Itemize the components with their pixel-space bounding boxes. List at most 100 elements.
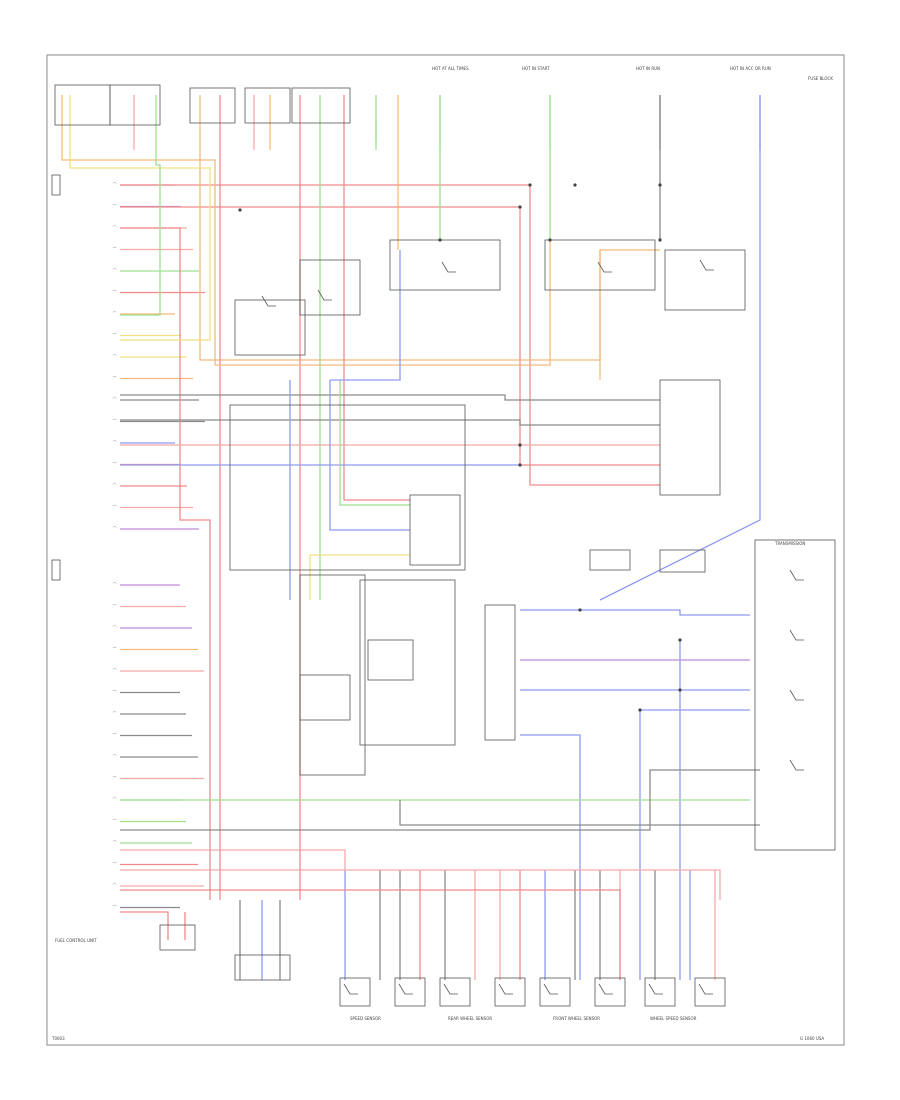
fuse-block-label: FUSE BLOCK xyxy=(808,76,833,81)
fuel-control-label: FUEL CONTROL UNIT xyxy=(55,938,97,943)
bottom-connector xyxy=(234,954,291,981)
left-connector-mid xyxy=(51,559,61,581)
switch-symbol xyxy=(597,261,612,273)
switch-symbol xyxy=(543,983,558,995)
shift-solenoid xyxy=(659,379,721,496)
signal-wire xyxy=(330,250,401,381)
signal-wire xyxy=(520,609,750,616)
pin-marker: ⁀ xyxy=(112,819,117,824)
splice-dot xyxy=(678,688,682,692)
splice-dot xyxy=(548,238,552,242)
signal-wire xyxy=(215,240,551,366)
diagram-frame xyxy=(46,54,845,1046)
pin-marker: ⁀ xyxy=(112,484,117,489)
switch-symbol xyxy=(698,983,713,995)
component-layer xyxy=(51,84,836,1007)
solenoid-relay xyxy=(664,249,746,311)
pin-marker: ⁀ xyxy=(112,462,117,467)
pressure-switch xyxy=(589,549,631,571)
pin-marker: ⁀ xyxy=(112,527,117,532)
splice-dot xyxy=(578,608,582,612)
fuse-label-1: HOT AT ALL TIMES xyxy=(432,66,469,71)
switch-symbol xyxy=(789,759,804,771)
pin-marker: ⁀ xyxy=(112,647,117,652)
pin-marker: ⁀ xyxy=(112,841,117,846)
signal-wire xyxy=(199,150,660,361)
signal-wire xyxy=(120,419,660,426)
switch-symbol xyxy=(443,983,458,995)
signal-wire xyxy=(120,849,346,870)
switch-symbol xyxy=(789,569,804,581)
sensor-label-2: REAR WHEEL SENSOR xyxy=(448,1016,492,1021)
splice-dot xyxy=(528,183,532,187)
signal-wire xyxy=(120,394,660,401)
pin-marker: ⁀ xyxy=(112,884,117,889)
switch-symbol xyxy=(789,629,804,641)
pin-marker: ⁀ xyxy=(112,290,117,295)
signal-wire xyxy=(120,889,621,980)
pin-marker: ⁀ xyxy=(112,247,117,252)
splice-dot xyxy=(238,208,242,212)
pin-marker: ⁀ xyxy=(112,505,117,510)
diagram-ref-label: T0003 xyxy=(51,1036,65,1041)
speed-sensor-block xyxy=(484,604,516,741)
splice-dot xyxy=(658,183,662,187)
splice-dot xyxy=(638,708,642,712)
left-connector-top xyxy=(51,174,61,196)
pin-marker: ⁀ xyxy=(112,690,117,695)
signal-wire xyxy=(120,150,161,316)
sensor-box xyxy=(644,977,676,1007)
splice-dot xyxy=(438,238,442,242)
sensor-box xyxy=(394,977,426,1007)
switch-symbol xyxy=(648,983,663,995)
splice-dot xyxy=(518,205,522,209)
throttle-module xyxy=(359,579,456,746)
signal-wire xyxy=(599,165,761,601)
switch-symbol xyxy=(598,983,613,995)
connector-c xyxy=(189,87,236,124)
pin-marker: ⁀ xyxy=(112,355,117,360)
pin-marker: ⁀ xyxy=(112,626,117,631)
splice-dot xyxy=(678,638,682,642)
signal-wire xyxy=(309,554,410,600)
gear-switch xyxy=(299,674,351,721)
pin-marker: ⁀ xyxy=(112,183,117,188)
pin-marker: ⁀ xyxy=(112,755,117,760)
ground-connector xyxy=(159,924,196,951)
fuel-relay xyxy=(389,239,501,291)
pressure-sensor xyxy=(659,549,706,573)
connector-b xyxy=(109,84,161,126)
pin-marker: ⁀ xyxy=(112,204,117,209)
pin-marker: ⁀ xyxy=(112,733,117,738)
pin-marker: ⁀ xyxy=(112,269,117,274)
pin-marker: ⁀ xyxy=(112,776,117,781)
diagram-code-label: G 1060 USA xyxy=(800,1036,824,1041)
switch-symbol xyxy=(441,261,456,273)
signal-wire xyxy=(329,380,410,531)
main-relay xyxy=(299,259,361,316)
switch-symbol xyxy=(699,259,714,271)
switch-symbol xyxy=(261,295,276,307)
control-relay xyxy=(544,239,656,291)
switch-symbol xyxy=(343,983,358,995)
signal-wire xyxy=(61,150,216,365)
wire-layer xyxy=(61,95,761,980)
signal-wire xyxy=(343,150,410,501)
pin-marker: ⁀ xyxy=(112,862,117,867)
sensor-box xyxy=(494,977,526,1007)
pin-marker: ⁀ xyxy=(112,398,117,403)
signal-wire xyxy=(339,380,410,506)
splice-dot xyxy=(658,238,662,242)
switch-symbol xyxy=(789,689,804,701)
sensor-box xyxy=(594,977,626,1007)
connector-d xyxy=(244,87,291,124)
splice-dot xyxy=(518,443,522,447)
pin-marker: ⁀ xyxy=(112,669,117,674)
switch-symbol xyxy=(498,983,513,995)
switch-symbol xyxy=(398,983,413,995)
sensor-label-3: FRONT WHEEL SENSOR xyxy=(553,1016,600,1021)
pin-marker: ⁀ xyxy=(112,604,117,609)
pin-marker: ⁀ xyxy=(112,312,117,317)
signal-wire xyxy=(120,769,760,831)
sensor-box xyxy=(694,977,726,1007)
